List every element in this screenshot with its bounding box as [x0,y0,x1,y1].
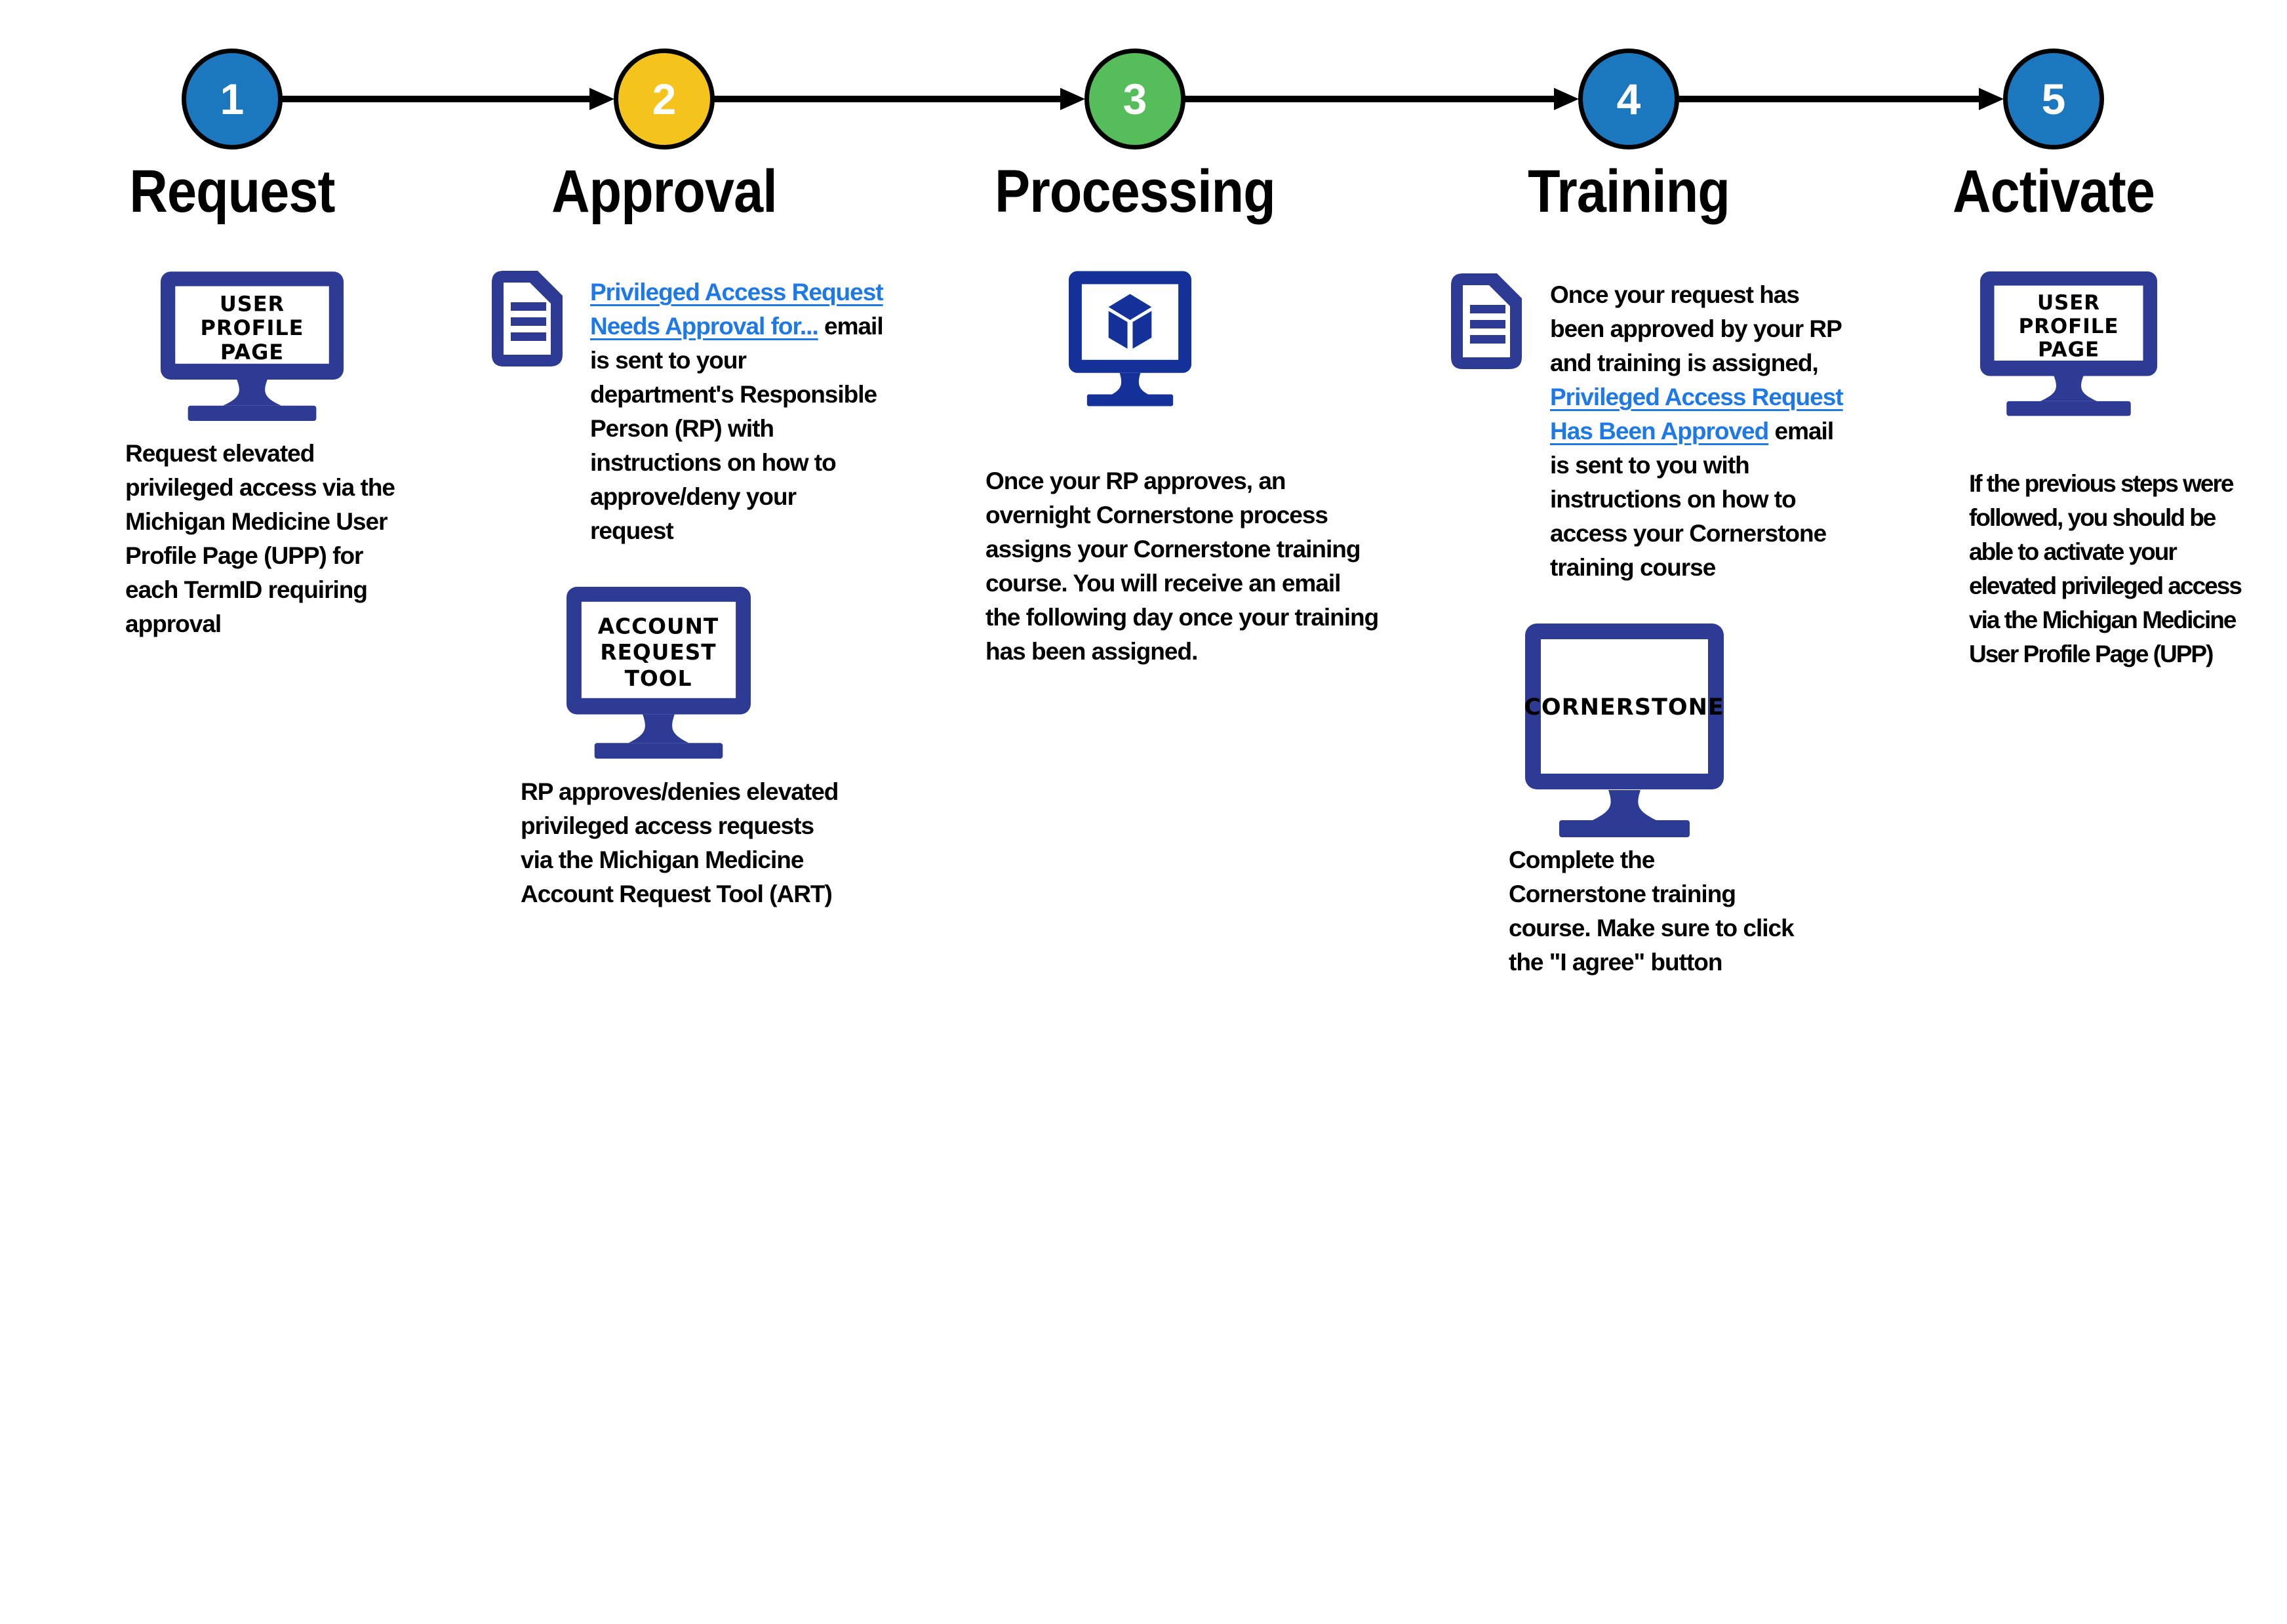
monitor-cube-icon [1068,271,1192,406]
privileged-access-request-approved-link[interactable]: Has Been Approved [1550,418,1769,445]
email-note-before: Once your request has been approved by y… [1550,281,1842,376]
step-label-processing: Processing [995,158,1276,225]
document-icon [492,271,563,366]
privileged-access-request-needs-approval-link[interactable]: Privileged Access Request [590,279,884,306]
monitor-icon: USER PROFILE PAGE [1979,271,2158,416]
step-number-4: 4 [1616,75,1641,123]
monitor-icon: USER PROFILE PAGE [160,271,344,421]
monitor-screen-text: PROFILE [2019,315,2119,338]
monitor-screen-text: PROFILE [201,315,304,340]
monitor-screen-text: USER [2037,291,2100,315]
arrow-line-1-2 [282,96,589,102]
step-description-approval: RP approves/denies elevated privileged a… [521,778,839,907]
step-number-5: 5 [2041,75,2066,123]
step-number-1: 1 [220,75,245,123]
arrow-line-2-3 [714,96,1060,102]
step-description-processing: Once your RP approves, an overnight Corn… [985,467,1379,665]
step-label-activate: Activate [1953,158,2155,225]
step-label-training: Training [1528,158,1730,225]
monitor-screen-text: REQUEST [600,640,716,665]
email-note-training: Once your request has been approved by y… [1550,278,1844,585]
step-number-3: 3 [1123,75,1147,123]
arrow-line-3-4 [1185,96,1554,102]
email-note-after-link: email [824,313,884,340]
email-note-body: is sent to you with instructions on how … [1550,452,1827,581]
arrowhead-icon-3-4 [1554,88,1579,110]
monitor-screen-text: USER [220,291,285,316]
privileged-access-request-approved-link[interactable]: Privileged Access Request [1550,384,1844,410]
monitor-screen-text: PAGE [220,340,284,365]
step-label-request: Request [129,158,335,225]
cube-icon [1108,294,1152,321]
arrow-line-4-5 [1679,96,1979,102]
monitor-screen-text: TOOL [625,666,692,691]
step-number-2: 2 [652,75,677,123]
email-note-body: is sent to your department's Responsible… [590,347,877,544]
monitor-icon: CORNERSTONE [1524,624,1724,837]
monitor-screen-text: ACCOUNT [598,614,719,639]
arrowhead-icon-4-5 [1979,88,2004,110]
step-description-activate: If the previous steps were followed, you… [1969,470,2242,667]
privileged-access-request-needs-approval-link[interactable]: Needs Approval for... [590,313,819,340]
document-icon [1451,273,1522,369]
step-description-training: Complete the Cornerstone training course… [1509,846,1795,976]
step-circle-2: 2 [614,49,715,149]
arrowhead-icon-1-2 [589,88,614,110]
step-label-approval: Approval [551,158,778,225]
monitor-screen-text: CORNERSTONE [1524,694,1724,721]
email-note-after-link: email [1774,418,1835,445]
step-circle-1: 1 [182,49,283,149]
arrowhead-icon-2-3 [1060,88,1085,110]
step-circle-5: 5 [2003,49,2104,149]
step-description-request: Request elevated privileged access via t… [125,440,395,637]
monitor-icon: ACCOUNT REQUEST TOOL [567,586,751,759]
monitor-screen-text: PAGE [2038,338,2099,361]
step-circle-3: 3 [1084,49,1185,149]
step-circle-4: 4 [1578,49,1679,149]
